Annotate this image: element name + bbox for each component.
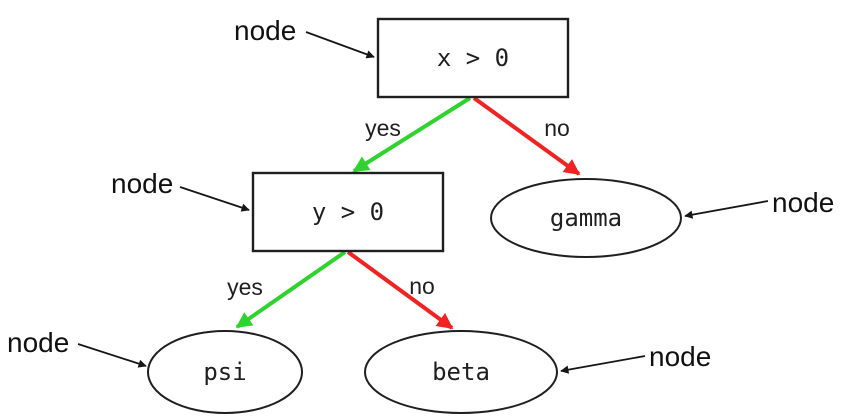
gamma-node-label: gamma (550, 204, 622, 232)
edge-label-root-yes: yes (365, 115, 401, 141)
annotation-arrow-gamma (684, 200, 769, 219)
edge-label-left-no: no (409, 273, 435, 299)
annotation-arrow-beta (560, 355, 646, 374)
edge-root-yes (352, 96, 472, 173)
annotation-arrow-psi (77, 343, 147, 368)
edge-left-yes (235, 250, 347, 329)
annotation-arrow-root (305, 31, 375, 59)
psi-node-ellipse (147, 330, 303, 414)
root-node-box (376, 17, 570, 99)
psi-node-label: psi (203, 358, 246, 386)
edge-label-left-yes: yes (227, 274, 263, 300)
annotation-label-psi: node (7, 327, 69, 358)
left-node-label: y > 0 (312, 198, 384, 226)
annotation-label-gamma: node (772, 187, 834, 218)
edge-left-no (346, 250, 454, 330)
tree-edges (235, 96, 581, 330)
annotation-label-beta: node (649, 341, 711, 372)
left-node-box (251, 171, 445, 253)
edge-labels: yes no yes no (227, 115, 570, 300)
annotations: node node node node node (7, 15, 834, 374)
edge-label-root-no: no (544, 115, 570, 141)
annotation-label-left: node (111, 168, 173, 199)
tree-nodes: x > 0 y > 0 gamma psi beta (147, 17, 682, 414)
annotation-arrow-left (179, 186, 250, 212)
beta-node-label: beta (432, 358, 490, 386)
gamma-node-ellipse (490, 178, 682, 258)
edge-root-no (472, 96, 581, 176)
beta-node-ellipse (364, 330, 558, 414)
annotation-label-root: node (234, 15, 296, 46)
root-node-label: x > 0 (437, 44, 509, 72)
